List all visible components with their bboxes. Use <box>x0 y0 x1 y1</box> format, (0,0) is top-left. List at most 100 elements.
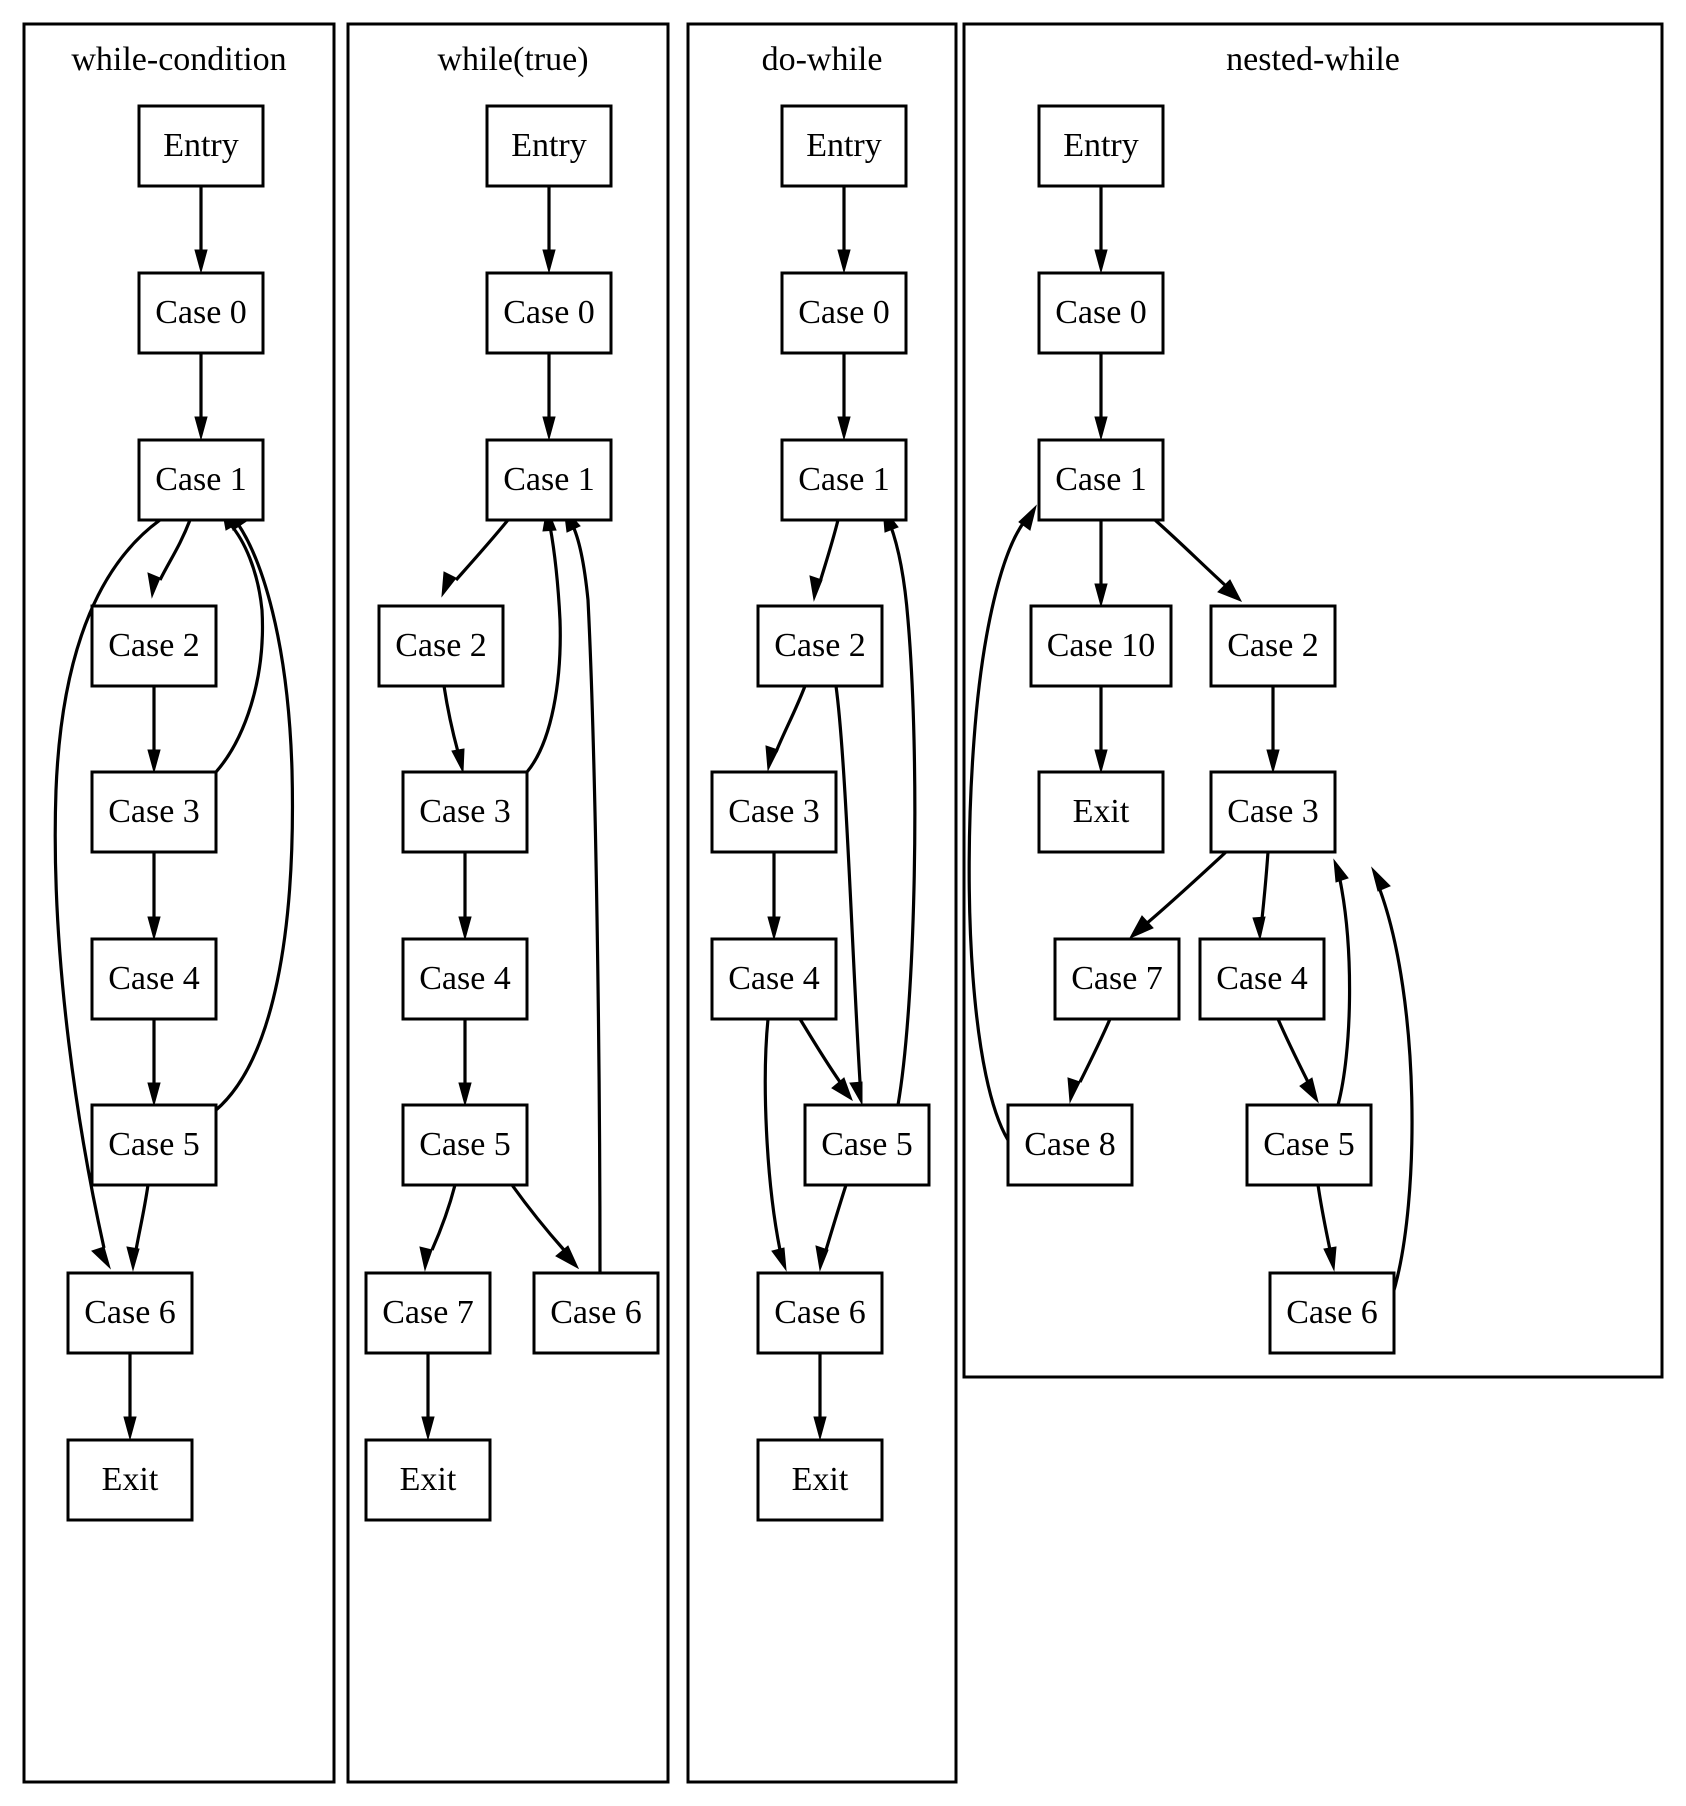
node-c2_case7[interactable]: Case 7 <box>364 1271 492 1355</box>
node-box[interactable] <box>1037 271 1165 355</box>
node-box[interactable] <box>710 937 838 1021</box>
node-box[interactable] <box>364 1271 492 1355</box>
node-box[interactable] <box>401 1103 529 1187</box>
edge-line <box>1276 1018 1310 1083</box>
node-c4_case7[interactable]: Case 7 <box>1053 937 1181 1021</box>
node-box[interactable] <box>66 1271 194 1355</box>
node-c4_case5[interactable]: Case 5 <box>1245 1103 1373 1187</box>
node-c2_case6[interactable]: Case 6 <box>532 1271 660 1355</box>
edge-case6-to-exit <box>123 1353 137 1441</box>
node-box[interactable] <box>803 1103 931 1187</box>
edge-case3-to-case4 <box>147 852 161 941</box>
node-box[interactable] <box>1037 438 1165 522</box>
node-box[interactable] <box>377 604 505 688</box>
node-c4_case8[interactable]: Case 8 <box>1006 1103 1134 1187</box>
edge-case5-to-case3 <box>1333 858 1352 1106</box>
node-box[interactable] <box>90 1103 218 1187</box>
node-box[interactable] <box>485 271 613 355</box>
node-c2_case5[interactable]: Case 5 <box>401 1103 529 1187</box>
node-box[interactable] <box>780 438 908 522</box>
node-box[interactable] <box>485 104 613 188</box>
node-c4_case2[interactable]: Case 2 <box>1209 604 1337 688</box>
node-box[interactable] <box>1037 770 1165 854</box>
node-c2_case3[interactable]: Case 3 <box>401 770 529 854</box>
node-box[interactable] <box>90 937 218 1021</box>
node-box[interactable] <box>1006 1103 1134 1187</box>
node-c4_entry[interactable]: Entry <box>1037 104 1165 188</box>
node-box[interactable] <box>1268 1271 1396 1355</box>
edge-line <box>454 518 510 582</box>
node-box[interactable] <box>66 1438 194 1522</box>
node-box[interactable] <box>710 770 838 854</box>
node-box[interactable] <box>1037 104 1165 188</box>
node-c2_exit[interactable]: Exit <box>364 1438 492 1522</box>
node-box[interactable] <box>137 438 265 522</box>
node-c4_case3[interactable]: Case 3 <box>1209 770 1337 854</box>
node-box[interactable] <box>401 770 529 854</box>
node-box[interactable] <box>1053 937 1181 1021</box>
node-c4_case1[interactable]: Case 1 <box>1037 438 1165 522</box>
node-c4_case6[interactable]: Case 6 <box>1268 1271 1396 1355</box>
node-c3_case4[interactable]: Case 4 <box>710 937 838 1021</box>
node-box[interactable] <box>1209 604 1337 688</box>
edge-case8-to-case1 <box>967 504 1037 1141</box>
node-c4_exit[interactable]: Exit <box>1037 770 1165 854</box>
node-c1_exit[interactable]: Exit <box>66 1438 194 1522</box>
node-box[interactable] <box>1029 604 1173 688</box>
arrowhead-icon <box>831 1077 853 1102</box>
node-box[interactable] <box>485 438 613 522</box>
node-box[interactable] <box>137 271 265 355</box>
node-c3_case5[interactable]: Case 5 <box>803 1103 931 1187</box>
node-box[interactable] <box>90 604 218 688</box>
node-c1_case3[interactable]: Case 3 <box>90 770 218 854</box>
node-c1_case6[interactable]: Case 6 <box>66 1271 194 1355</box>
node-c3_exit[interactable]: Exit <box>756 1438 884 1522</box>
arrowhead-icon <box>441 571 457 598</box>
node-box[interactable] <box>1198 937 1326 1021</box>
node-box[interactable] <box>401 937 529 1021</box>
arrowhead-icon <box>1333 858 1349 883</box>
arrowhead-icon <box>458 1082 472 1107</box>
node-c2_entry[interactable]: Entry <box>485 104 613 188</box>
node-box[interactable] <box>1209 770 1337 854</box>
node-box[interactable] <box>364 1438 492 1522</box>
arrowhead-icon <box>555 1245 580 1270</box>
node-c4_case4[interactable]: Case 4 <box>1198 937 1326 1021</box>
node-c1_entry[interactable]: Entry <box>137 104 265 188</box>
node-c3_entry[interactable]: Entry <box>780 104 908 188</box>
node-c1_case0[interactable]: Case 0 <box>137 271 265 355</box>
edge-line <box>824 1184 848 1251</box>
edge-case6-to-case3 <box>1371 866 1414 1291</box>
node-box[interactable] <box>756 604 884 688</box>
node-c2_case2[interactable]: Case 2 <box>377 604 505 688</box>
node-c4_case10[interactable]: Case 10 <box>1029 604 1173 688</box>
node-c2_case0[interactable]: Case 0 <box>485 271 613 355</box>
node-box[interactable] <box>756 1438 884 1522</box>
node-label: Case 7 <box>1071 960 1163 997</box>
node-c4_case0[interactable]: Case 0 <box>1037 271 1165 355</box>
node-c3_case6[interactable]: Case 6 <box>756 1271 884 1355</box>
edge-case5-to-case1 <box>882 506 917 1106</box>
node-c2_case1[interactable]: Case 1 <box>485 438 613 522</box>
node-box[interactable] <box>90 770 218 854</box>
node-c1_case2[interactable]: Case 2 <box>90 604 218 688</box>
node-c3_case0[interactable]: Case 0 <box>780 271 908 355</box>
node-c3_case2[interactable]: Case 2 <box>756 604 884 688</box>
node-label: Case 7 <box>382 1294 474 1331</box>
node-c1_case1[interactable]: Case 1 <box>137 438 265 522</box>
node-box[interactable] <box>532 1271 660 1355</box>
node-c1_case4[interactable]: Case 4 <box>90 937 218 1021</box>
edge-line <box>763 1018 782 1251</box>
node-c3_case3[interactable]: Case 3 <box>710 770 838 854</box>
node-box[interactable] <box>1245 1103 1373 1187</box>
node-box[interactable] <box>137 104 265 188</box>
node-box[interactable] <box>780 104 908 188</box>
node-box[interactable] <box>756 1271 884 1355</box>
node-c3_case1[interactable]: Case 1 <box>780 438 908 522</box>
edge-case1-to-case10 <box>1094 520 1108 608</box>
node-box[interactable] <box>780 271 908 355</box>
node-c2_case4[interactable]: Case 4 <box>401 937 529 1021</box>
node-label: Case 1 <box>1055 461 1147 498</box>
node-c1_case5[interactable]: Case 5 <box>90 1103 218 1187</box>
